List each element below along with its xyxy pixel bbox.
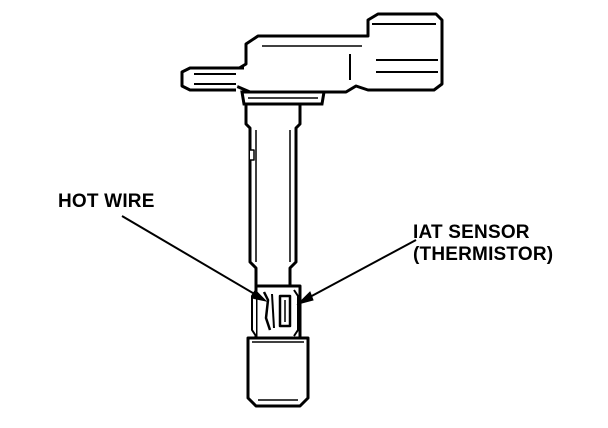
hot-wire-label: HOT WIRE	[58, 191, 155, 212]
iat-sensor-label-line2: (THERMISTOR)	[413, 244, 554, 265]
iat-sensor-label: IAT SENSOR (THERMISTOR)	[413, 222, 553, 266]
sensor-lower-body	[246, 336, 310, 408]
hot-wire-leader	[121, 215, 268, 302]
mounting-flange	[240, 90, 326, 106]
hot-wire-element	[262, 291, 272, 331]
iat-sensor-leader	[296, 239, 417, 305]
iat-sensor-arrow-icon	[296, 291, 314, 305]
connector-housing	[180, 12, 444, 94]
sensing-window	[251, 284, 302, 340]
iat-sensor-label-line1: IAT SENSOR	[413, 222, 530, 243]
hot-wire-arrow-icon	[251, 290, 268, 302]
sensor-stem	[244, 102, 302, 288]
